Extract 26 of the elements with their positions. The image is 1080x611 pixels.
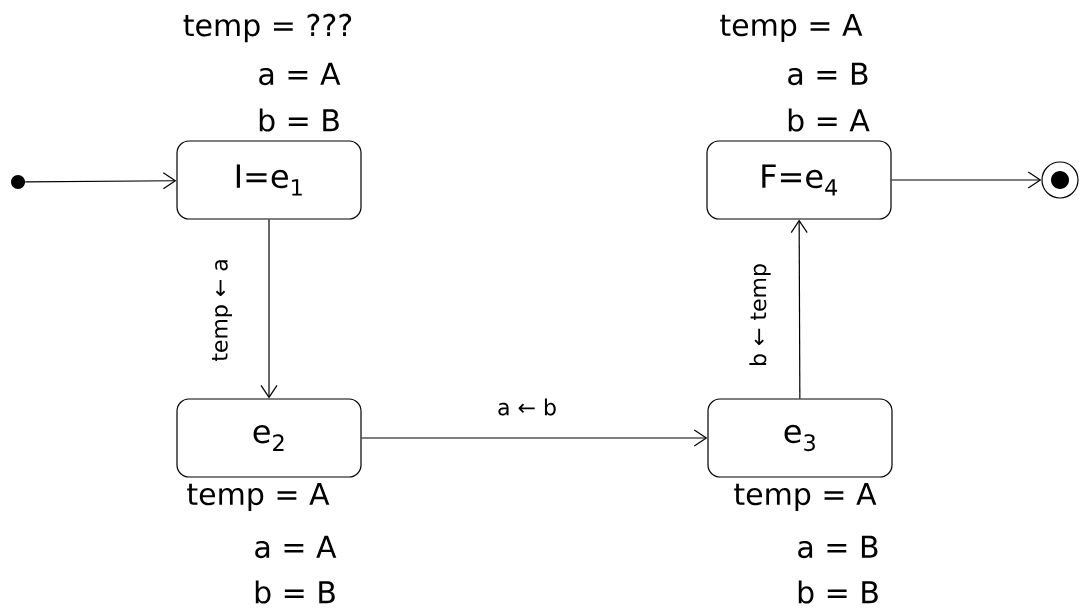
variable-value: b = A [788,108,870,132]
variable-value: temp = A [720,13,863,43]
arrow [361,429,708,447]
variable-value: a = A [259,62,341,86]
variable-value: b = B [798,580,878,604]
arrow [24,172,177,190]
arrow [790,219,808,399]
variable-value: temp = ??? [183,13,352,43]
state-box: e$_{2}$ [176,398,362,478]
variable-value: b = B [259,108,339,132]
variable-value: a = B [788,62,868,86]
state-box: F=e$_{4}$ [706,140,892,220]
edge-label: b ← temp [748,262,772,368]
initial-state-dot [11,175,25,189]
variable-value: temp = A [187,482,330,512]
edge-label: temp ← a [211,257,233,363]
final-state-symbol [1041,161,1079,199]
arrow [891,171,1042,189]
state-box: e$_{3}$ [707,398,893,478]
variable-value: b = B [255,580,335,604]
edge-label: a ← b [496,397,558,417]
state-box: I=e$_{1}$ [176,140,362,220]
variable-value: a = A [255,535,337,559]
arrow [260,219,278,399]
variable-value: a = B [798,535,878,559]
variable-value: temp = A [734,482,877,512]
